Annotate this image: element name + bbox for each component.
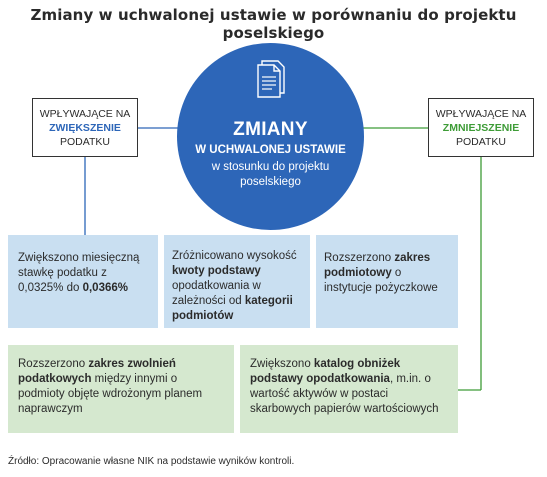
decrease-keyword: ZMNIEJSZENIE — [442, 122, 520, 134]
diagram-title: Zmiany w uchwalonej ustawie w porównaniu… — [30, 6, 517, 42]
increase-item-base-amount: Zróżnicowano wysokość kwoty podstawy opo… — [164, 235, 310, 328]
decrease-item-exemptions: Rozszerzono zakres zwolnień podatkowych … — [8, 345, 234, 433]
increase-keyword: ZWIĘKSZENIE — [49, 122, 121, 134]
item-bold: kwoty podstawy — [172, 265, 261, 277]
decrease-label-box: WPŁYWAJĄCE NA ZMNIEJSZENIE PODATKU — [428, 98, 534, 157]
item-text: , m.in. o wartość aktywów w postaci skar… — [250, 373, 439, 415]
decrease-label-line1: WPŁYWAJĄCE NA — [435, 108, 527, 120]
circle-heading: ZMIANY — [233, 119, 308, 140]
increase-label-line3: PODATKU — [60, 136, 110, 148]
item-bold: zakres podmiotowy — [324, 252, 431, 279]
circle-subheading: W UCHWALONEJ USTAWIE — [195, 144, 346, 156]
increase-label-line1: WPŁYWAJĄCE NA — [39, 108, 131, 120]
item-text: Zróżnicowano wysokość — [172, 250, 297, 262]
item-text: między innymi o podmioty objęte wdrożony… — [18, 373, 203, 415]
circle-note: w stosunku do projektu poselskiego — [211, 161, 330, 188]
item-text: Zwiększono miesięczną stawkę podatku z 0… — [18, 252, 140, 294]
item-text: opodatkowania w zależności od — [172, 280, 261, 307]
item-bold: zakres zwolnień podatkowych — [18, 358, 176, 385]
decrease-label-line3: PODATKU — [456, 136, 506, 148]
increase-item-scope: Rozszerzono zakres podmiotowy o instytuc… — [316, 235, 458, 328]
item-bold: katalog obniżek podstawy opodatkowania — [250, 358, 401, 385]
decrease-item-deductions: Zwiększono katalog obniżek podstawy opod… — [240, 345, 458, 433]
item-text: Rozszerzono — [324, 252, 395, 264]
item-bold: 0,0366% — [82, 282, 128, 294]
item-text: Rozszerzono — [18, 358, 89, 370]
source-note: Źródło: Opracowanie własne NIK na podsta… — [8, 456, 295, 467]
item-bold: kategorii podmiotów — [172, 295, 293, 322]
item-text: Zwiększono — [250, 358, 314, 370]
increase-label-box: WPŁYWAJĄCE NA ZWIĘKSZENIE PODATKU — [32, 98, 138, 157]
changes-circle: ZMIANY W UCHWALONEJ USTAWIE w stosunku d… — [177, 43, 364, 230]
increase-item-rate: Zwiększono miesięczną stawkę podatku z 0… — [8, 235, 158, 328]
document-stack-icon — [257, 60, 285, 98]
item-text: o instytucje pożyczkowe — [324, 267, 438, 294]
